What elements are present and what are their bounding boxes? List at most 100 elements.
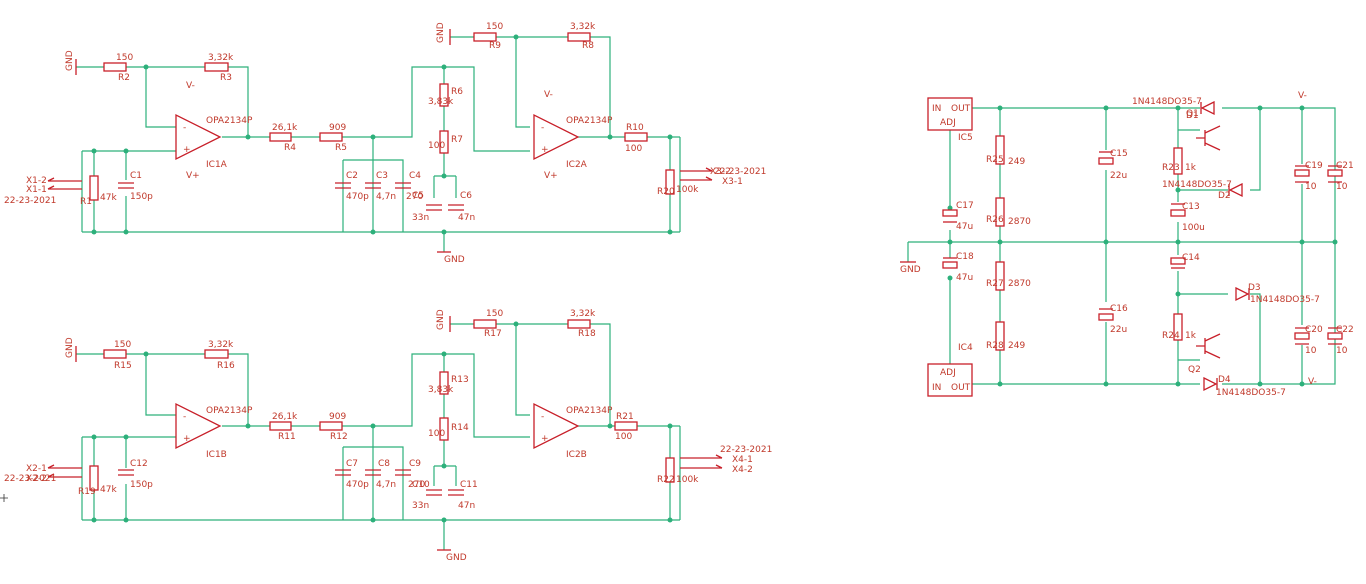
svg-text:X4-2: X4-2 (732, 465, 753, 475)
svg-text:IC2B: IC2B (566, 450, 587, 460)
svg-text:R2: R2 (118, 73, 130, 83)
svg-text:R26: R26 (986, 215, 1004, 225)
capacitor-c19: C19 10 (1294, 161, 1323, 192)
svg-text:100: 100 (428, 141, 445, 151)
svg-text:+: + (183, 434, 191, 444)
svg-text:D3: D3 (1248, 283, 1261, 293)
svg-text:150p: 150p (130, 480, 153, 490)
capacitor-c14: C14 (1170, 253, 1200, 269)
svg-text:22-23-2021: 22-23-2021 (4, 196, 56, 206)
svg-text:C12: C12 (130, 459, 148, 469)
gnd-symbol: GND (436, 22, 451, 45)
svg-text:C20: C20 (1305, 325, 1323, 335)
svg-text:IN: IN (932, 383, 941, 393)
svg-text:10: 10 (1305, 182, 1317, 192)
svg-text:150p: 150p (130, 192, 153, 202)
svg-text:R12: R12 (330, 432, 348, 442)
svg-text:470p: 470p (346, 480, 369, 490)
svg-text:D2: D2 (1218, 191, 1231, 201)
svg-text:C11: C11 (460, 480, 478, 490)
svg-text:OUT: OUT (951, 104, 971, 114)
svg-text:33n: 33n (412, 501, 429, 511)
svg-text:22u: 22u (1110, 325, 1127, 335)
svg-text:3,83k: 3,83k (428, 97, 454, 107)
svg-text:4,7n: 4,7n (376, 192, 396, 202)
svg-text:R16: R16 (217, 361, 235, 371)
transistor-q2: Q2 (1188, 333, 1221, 375)
svg-text:OPA2134P: OPA2134P (206, 406, 253, 416)
regulator-ic5: IN OUT ADJ IC5 (927, 97, 973, 143)
svg-text:R4: R4 (284, 143, 296, 153)
svg-text:R14: R14 (451, 423, 469, 433)
svg-text:R28: R28 (986, 341, 1004, 351)
svg-text:C9: C9 (409, 459, 421, 469)
svg-text:OPA2134P: OPA2134P (566, 116, 613, 126)
svg-text:C22: C22 (1336, 325, 1354, 335)
svg-text:-: - (541, 412, 544, 422)
svg-text:GND: GND (444, 255, 465, 265)
svg-text:1k: 1k (1185, 163, 1197, 173)
svg-text:R27: R27 (986, 279, 1004, 289)
svg-text:100: 100 (625, 144, 642, 154)
resistor-r23: R23 1k (1162, 147, 1197, 175)
capacitor-c9: C9 270 (395, 459, 425, 490)
svg-text:R11: R11 (278, 432, 296, 442)
svg-text:Q1: Q1 (1186, 109, 1199, 119)
svg-text:470p: 470p (346, 192, 369, 202)
svg-text:X4-1: X4-1 (732, 455, 753, 465)
svg-text:Q2: Q2 (1188, 365, 1201, 375)
svg-text:3,32k: 3,32k (208, 53, 234, 63)
svg-text:C4: C4 (409, 171, 421, 181)
svg-text:150: 150 (486, 22, 503, 32)
svg-text:R23: R23 (1162, 163, 1180, 173)
svg-text:GND: GND (436, 22, 446, 43)
svg-text:GND: GND (65, 337, 75, 358)
svg-text:V+: V+ (186, 171, 200, 181)
svg-text:1N4148DO35-7: 1N4148DO35-7 (1132, 97, 1202, 107)
svg-text:R1: R1 (80, 197, 92, 207)
svg-text:C14: C14 (1182, 253, 1200, 263)
svg-text:47n: 47n (458, 213, 475, 223)
svg-text:100: 100 (615, 432, 632, 442)
svg-text:X1-2: X1-2 (26, 176, 47, 186)
svg-text:270: 270 (408, 480, 425, 490)
svg-text:C21: C21 (1336, 161, 1354, 171)
svg-text:22-23-2021: 22-23-2021 (4, 474, 56, 484)
svg-text:X3-1: X3-1 (722, 177, 743, 187)
svg-text:C19: C19 (1305, 161, 1323, 171)
svg-text:C3: C3 (376, 171, 388, 181)
diode-d1: 1N4148DO35-7D1 (1132, 97, 1215, 121)
svg-text:IC4: IC4 (958, 343, 973, 353)
svg-text:V-: V- (186, 81, 195, 91)
svg-text:R9: R9 (489, 41, 501, 51)
svg-text:100k: 100k (676, 185, 699, 195)
svg-text:3,32k: 3,32k (208, 340, 234, 350)
connector-x3: X3-2 X3-1 22-23-2021 (680, 167, 766, 187)
svg-text:D4: D4 (1218, 375, 1231, 385)
power-supply: GND V- V- IN OUT ADJ IC5 ADJ IN OUT IC4 … (900, 91, 1354, 398)
svg-text:100k: 100k (676, 475, 699, 485)
svg-text:R13: R13 (451, 375, 469, 385)
svg-text:C17: C17 (956, 201, 974, 211)
svg-text:R3: R3 (220, 73, 232, 83)
svg-text:OPA2134P: OPA2134P (566, 406, 613, 416)
